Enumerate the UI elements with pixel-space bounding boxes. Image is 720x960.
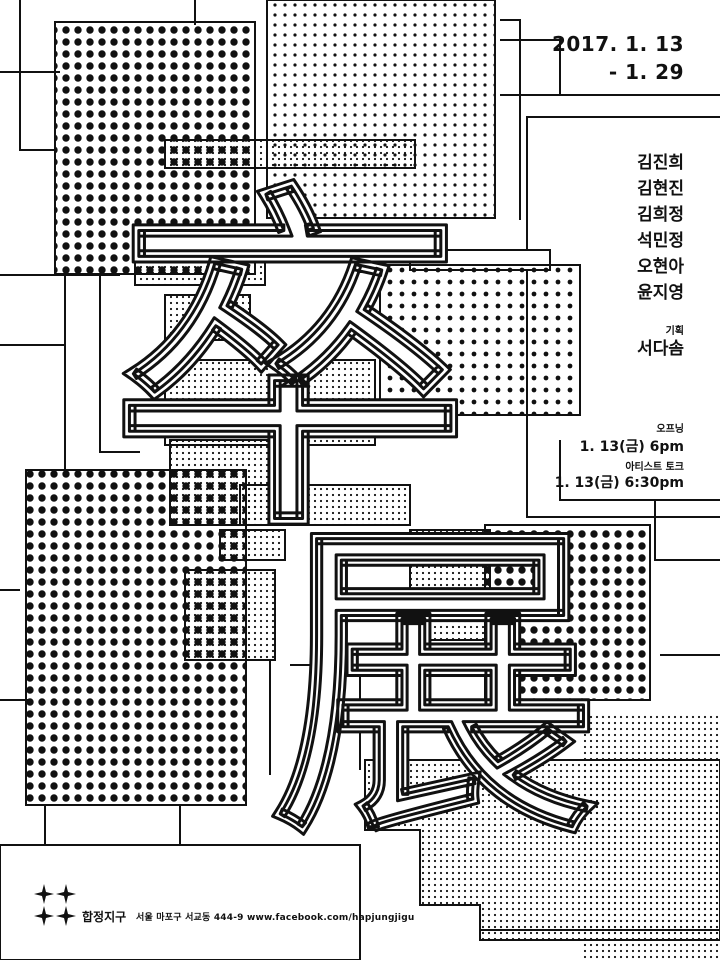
opening-time: 1. 13(금) 6pm bbox=[579, 439, 684, 455]
artist-name: 김진희 bbox=[637, 153, 684, 173]
artist-talk-time: 1. 13(금) 6:30pm bbox=[554, 475, 684, 491]
artist-name: 김희정 bbox=[637, 205, 684, 225]
headline-graphic: 卒 展 bbox=[109, 155, 602, 880]
halftone-panel-top-center bbox=[266, 0, 496, 219]
footer-frame bbox=[0, 844, 720, 960]
headline-glyph-jol: 卒 bbox=[110, 156, 470, 575]
artist-name: 석민정 bbox=[637, 231, 684, 251]
curator-label: 기획 bbox=[665, 326, 684, 337]
exhibition-date-start: 2017. 1. 13 bbox=[551, 32, 684, 56]
venue-logo-icon bbox=[34, 884, 76, 926]
exhibition-date-end: - 1. 29 bbox=[608, 60, 684, 84]
opening-label: 오프닝 bbox=[656, 424, 684, 435]
halftone-panel-bottom-right bbox=[484, 524, 651, 701]
venue-address: 서울 마포구 서교동 444-9 www.facebook.com/hapjun… bbox=[136, 913, 415, 923]
glyph-shadow bbox=[134, 139, 416, 561]
halftone-panel-bottom-fine bbox=[364, 759, 720, 941]
artist-name: 윤지영 bbox=[637, 283, 684, 303]
venue-name: 합정지구 bbox=[82, 910, 127, 924]
halftone-panels bbox=[25, 0, 720, 960]
headline-glyph-jeon: 展 bbox=[270, 494, 600, 878]
artist-list: 김진희 김현진 김희정 석민정 오현아 윤지영 bbox=[637, 150, 684, 306]
artist-name: 김현진 bbox=[637, 179, 684, 199]
artist-talk-label: 아티스트 토크 bbox=[625, 462, 684, 473]
artist-name: 오현아 bbox=[637, 257, 684, 277]
curator-name: 서다솜 bbox=[637, 339, 684, 359]
halftone-panel-right-middle bbox=[379, 264, 581, 416]
